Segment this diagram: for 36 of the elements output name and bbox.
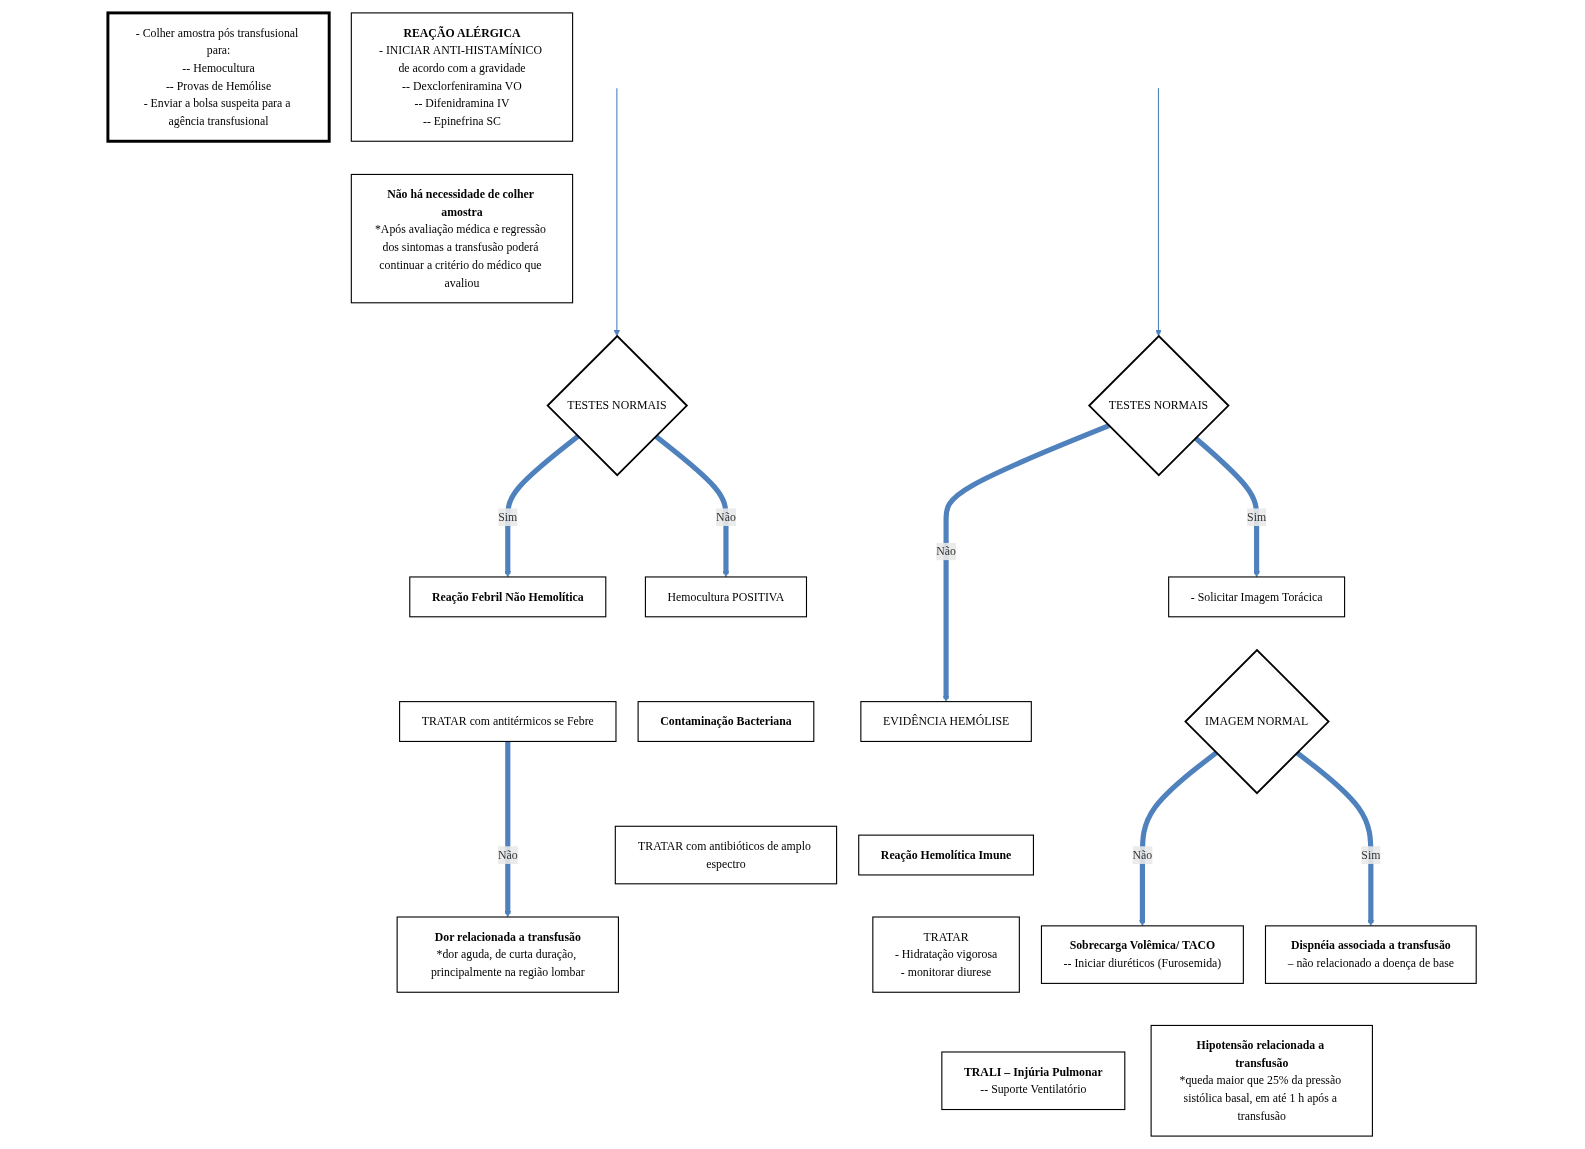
node-box: Reação Hemolítica Imune xyxy=(858,834,1035,876)
edge-label: Não xyxy=(1133,848,1153,861)
arrow xyxy=(943,423,1111,702)
node-box: REAÇÃO ALÉRGICA - INICIAR ANTI-HISTAMÍNICO de acordo com a gravidade -- Dexclorfeniramina VO -- Difenidramina IV -- Epinefrina SC xyxy=(351,12,574,142)
arrow xyxy=(1155,87,1163,337)
node-box: Hipotensão relacionada a transfusão *queda maior que 25% da pressão sistólica basal, em até 1 h após a transfusão xyxy=(1151,1024,1374,1137)
arrow xyxy=(1194,436,1261,578)
edge-label: Não xyxy=(716,510,737,524)
node-diamond: IMAGEM NORMAL xyxy=(1184,648,1331,795)
node-box: Sobrecarga Volêmica/ TACO -- Iniciar diuréticos (Furosemida) xyxy=(1041,925,1245,984)
node-box: Não há necessidade de colher amostra *Após avaliação médica e regressão dos sintomas a transfusão poderá continuar a critério do médico que avaliou xyxy=(351,173,574,304)
arrow xyxy=(654,434,730,578)
node-box: Hemocultura POSITIVA xyxy=(645,576,808,618)
node-box: EVIDÊNCIA HEMÓLISE xyxy=(860,701,1033,742)
arrow xyxy=(1295,750,1375,927)
edge-label: Não xyxy=(936,544,957,558)
node-diamond: TESTES NORMAIS xyxy=(546,334,689,477)
arrow xyxy=(1139,750,1219,927)
node-box: TRATAR com antitérmicos se Febre xyxy=(399,701,617,742)
node-box: TRALI – Injúria Pulmonar -- Suporte Ventilatório xyxy=(941,1051,1126,1111)
node-box: Dispnéia associada a transfusão – não relacionado a doença de base xyxy=(1265,925,1478,984)
node-box: TRATAR - Hidratação vigorosa - monitorar diurese xyxy=(872,916,1021,993)
arrow xyxy=(614,87,621,337)
arrow xyxy=(504,741,512,918)
node-box: Reação Febril Não Hemolítica xyxy=(409,576,607,618)
edge-label: Sim xyxy=(498,510,518,524)
node-box: - Colher amostra pós transfusional para: -- Hemocultura -- Provas de Hemólise - Enviar a bolsa suspeita para a agência transfusional xyxy=(106,11,332,143)
node-diamond: TESTES NORMAIS xyxy=(1088,334,1231,477)
arrow xyxy=(504,434,581,578)
edge-label: Não xyxy=(498,848,519,861)
edge-label: Sim xyxy=(1247,510,1267,524)
edge-label: Sim xyxy=(1361,848,1381,861)
node-box: TRATAR com antibióticos de amplo espectro xyxy=(615,825,838,885)
node-box: Contaminação Bacteriana xyxy=(638,701,815,742)
node-box: - Solicitar Imagem Torácica xyxy=(1168,576,1346,618)
node-box: Dor relacionada a transfusão *dor aguda, de curta duração, principalmente na região lombar xyxy=(397,916,620,993)
